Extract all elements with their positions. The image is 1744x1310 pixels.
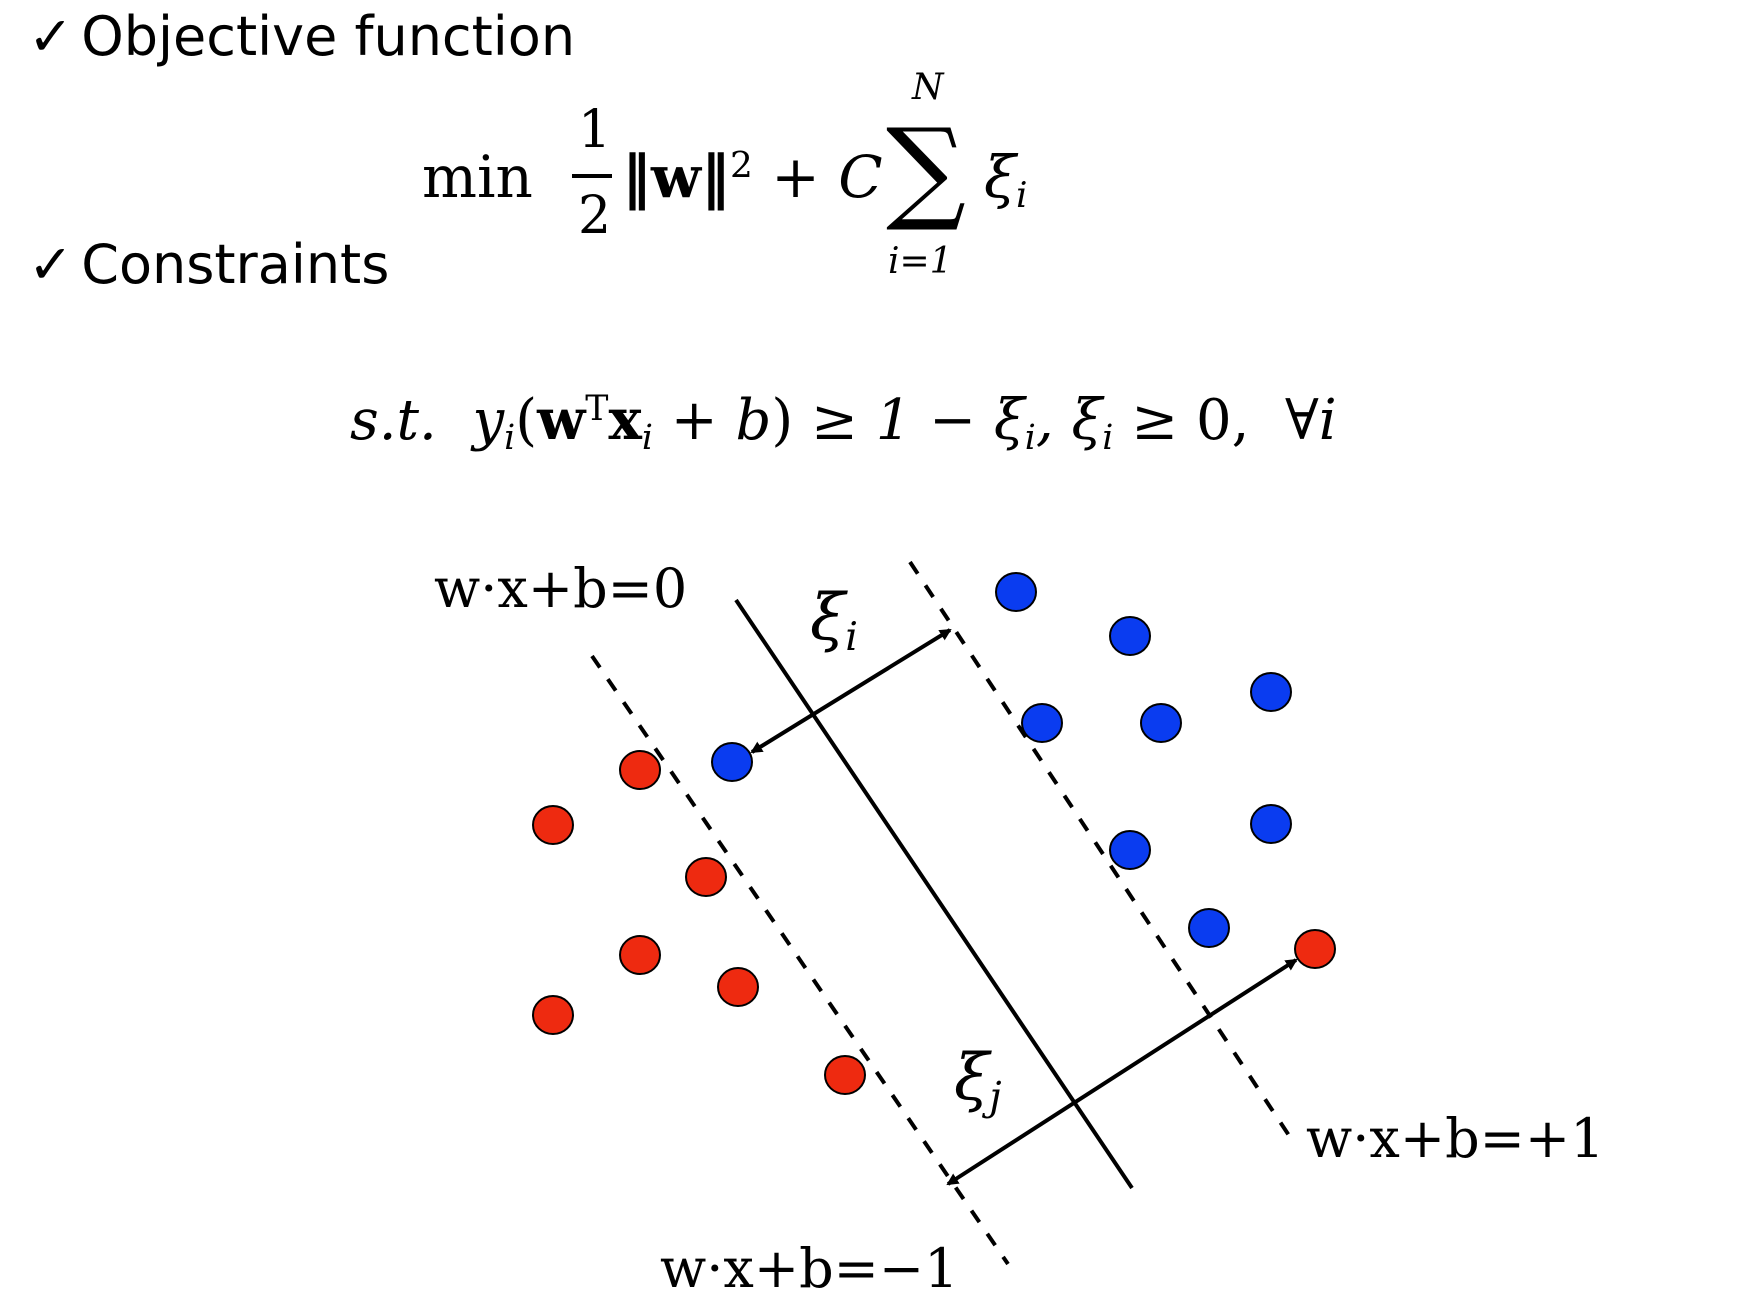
- constraint-x-subscript: i: [641, 417, 653, 458]
- margin-plus-label: w·x+b=+1: [1306, 1107, 1605, 1170]
- constraint-xi2-subscript: i: [1102, 417, 1114, 458]
- slack-j-arrow: [946, 958, 1298, 1186]
- constraint-open-paren: (: [515, 388, 538, 454]
- constraint-close-paren: ): [771, 388, 794, 454]
- objective-slack-term: ξi: [984, 148, 1027, 214]
- summation-symbol: ∑: [886, 105, 966, 235]
- slack-j-symbol: ξ: [954, 1041, 990, 1115]
- objective-heading-label: Objective function: [81, 5, 576, 68]
- constraint-st: s.t.: [350, 388, 437, 454]
- objective-norm-exponent: 2: [729, 145, 753, 187]
- constraints-heading: ✓Constraints: [28, 238, 389, 292]
- positive-point: [1250, 672, 1292, 712]
- positive-point: [1188, 908, 1230, 948]
- slack-i-label: ξi: [810, 586, 858, 658]
- objective-fraction-bar: [572, 174, 612, 178]
- slack-i-arrow: [750, 628, 952, 754]
- objective-plus-c: + C: [771, 143, 883, 211]
- objective-norm-term: ‖w‖2 + C: [622, 148, 883, 206]
- positive-point: [1109, 616, 1151, 656]
- positive-point: [1140, 703, 1182, 743]
- positive-point: [995, 572, 1037, 612]
- constraints-heading-label: Constraints: [81, 233, 390, 296]
- summation-lower-limit: i=1: [888, 241, 953, 282]
- objective-fraction-denominator: 2: [578, 186, 612, 246]
- summation-upper-limit: N: [912, 67, 944, 108]
- constraint-ge-one-minus-xi: ≥ 1 − ξ: [811, 388, 1025, 454]
- hyperplane-label: w·x+b=0: [434, 557, 688, 620]
- negative-point-misclassified: [1294, 929, 1336, 969]
- objective-norm: ‖w‖: [622, 143, 730, 211]
- slack-i-symbol: ξ: [810, 581, 846, 655]
- negative-point: [532, 805, 574, 845]
- objective-heading: ✓Objective function: [28, 10, 575, 64]
- objective-min-operator: min: [422, 143, 533, 211]
- constraint-xi-subscript: i: [1024, 417, 1036, 458]
- slack-j-subscript: j: [989, 1074, 1002, 1121]
- checkmark-icon: ✓: [28, 5, 74, 68]
- constraint-w: w: [537, 387, 586, 454]
- positive-point-slack: [711, 742, 753, 782]
- slack-i-subscript: i: [845, 614, 858, 661]
- constraint-plus-b: + b: [670, 388, 772, 454]
- constraint-forall: ∀i: [1284, 388, 1337, 454]
- objective-xi-subscript: i: [1015, 175, 1028, 217]
- constraint-transpose: T: [585, 389, 609, 429]
- constraint-ge-zero: ≥ 0,: [1131, 388, 1250, 454]
- constraint-formula: s.t. yi(wTxi + b) ≥ 1 − ξi, ξi ≥ 0, ∀i: [350, 392, 1337, 456]
- constraint-y: y: [472, 388, 505, 454]
- positive-point: [1109, 830, 1151, 870]
- negative-point: [619, 935, 661, 975]
- constraint-x: x: [608, 387, 642, 454]
- decision-boundary-line: [734, 598, 1134, 1190]
- negative-point: [717, 967, 759, 1007]
- negative-point: [824, 1055, 866, 1095]
- positive-point: [1021, 703, 1063, 743]
- checkmark-icon: ✓: [28, 233, 74, 296]
- negative-point: [532, 995, 574, 1035]
- constraint-y-subscript: i: [504, 417, 516, 458]
- negative-point: [685, 857, 727, 897]
- negative-point: [619, 750, 661, 790]
- objective-fraction-numerator: 1: [578, 100, 612, 160]
- slack-j-label: ξj: [954, 1046, 1002, 1118]
- constraint-comma-xi: , ξ: [1035, 388, 1103, 454]
- margin-minus-line: [590, 654, 1010, 1266]
- margin-plus-line: [908, 560, 1294, 1142]
- objective-xi: ξ: [984, 143, 1016, 211]
- margin-minus-label: w·x+b=−1: [660, 1237, 959, 1300]
- positive-point: [1250, 804, 1292, 844]
